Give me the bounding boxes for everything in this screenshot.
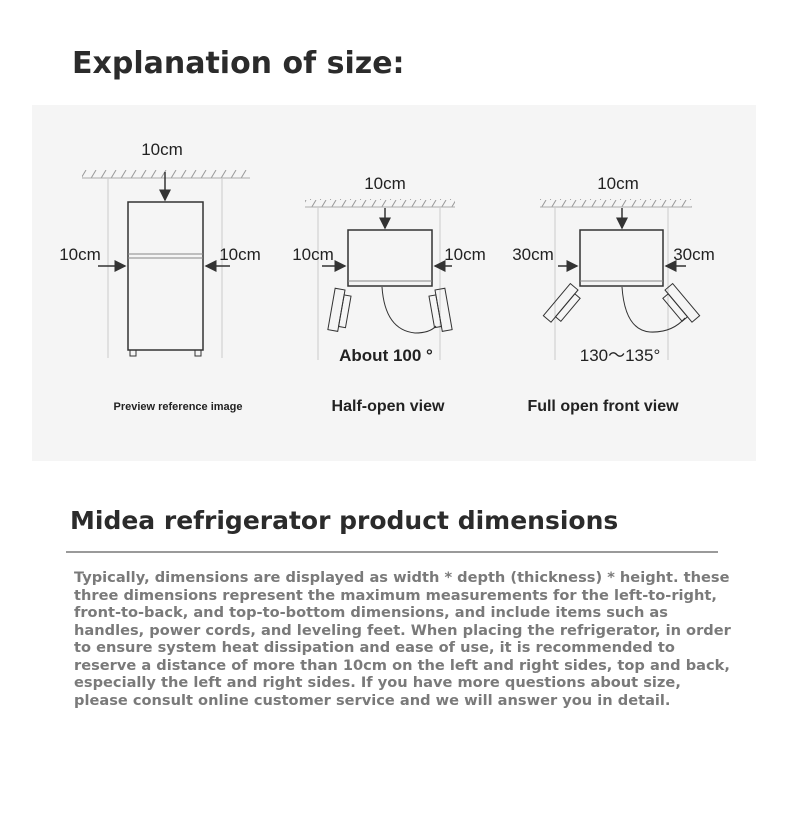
- fridge-front: [127, 201, 204, 351]
- caption: Half-open view: [332, 398, 445, 415]
- top-clearance-label: 10cm: [141, 140, 183, 159]
- section-title: Midea refrigerator product dimensions: [70, 506, 619, 535]
- caption: Full open front view: [527, 398, 679, 415]
- right-clearance-label: 30cm: [673, 245, 715, 264]
- right-clearance-label: 10cm: [444, 245, 486, 264]
- angle-label: About 100 °: [339, 346, 433, 365]
- clearance-diagrams: 10cm 10cm 10cm Preview reference image: [59, 140, 715, 415]
- left-clearance-label: 10cm: [59, 245, 101, 264]
- right-clearance-label: 10cm: [219, 245, 261, 264]
- description-text: Typically, dimensions are displayed as w…: [74, 569, 731, 709]
- diagram-panel: 10cm 10cm 10cm Preview reference image: [32, 105, 756, 461]
- left-clearance-label: 10cm: [292, 245, 334, 264]
- angle-label: 130～135°: [580, 346, 661, 365]
- diagram-full-open: 10cm 30cm 30cm 130～135° Full open front …: [512, 174, 715, 415]
- diagram-half-open: 10cm 10cm 10cm About 100 ° Half-open vie…: [292, 174, 486, 415]
- top-clearance-label: 10cm: [364, 174, 406, 193]
- diagram-preview: 10cm 10cm 10cm Preview reference image: [59, 140, 261, 413]
- caption: Preview reference image: [113, 401, 242, 413]
- page-title: Explanation of size:: [72, 46, 405, 81]
- top-clearance-label: 10cm: [597, 174, 639, 193]
- left-clearance-label: 30cm: [512, 245, 554, 264]
- divider: [66, 551, 718, 553]
